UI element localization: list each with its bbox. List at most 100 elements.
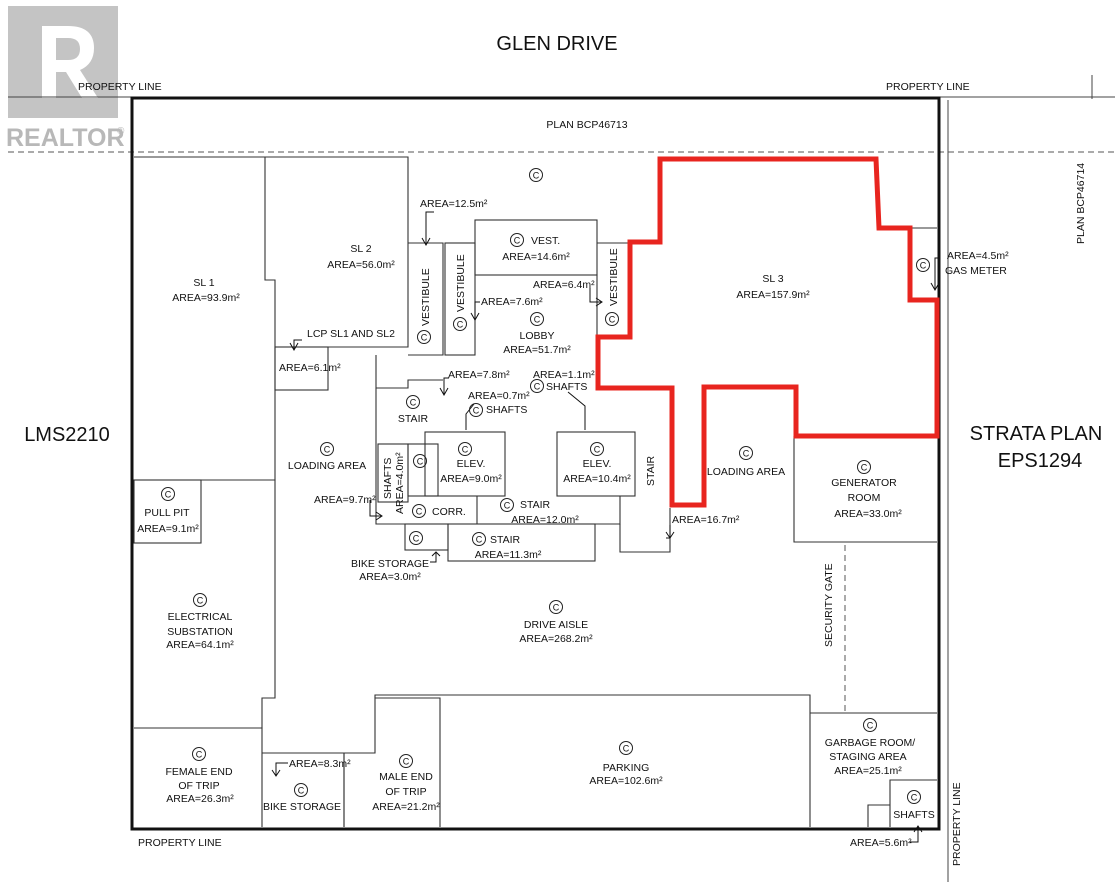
neighbour-strata-plan-1: STRATA PLAN xyxy=(970,423,1103,445)
common-symbol: C xyxy=(619,741,633,755)
wall-stair-left-2 xyxy=(375,388,405,525)
vestibule-b: VESTIBULE xyxy=(455,254,467,312)
shafts-b-area: AREA=1.1m² xyxy=(533,369,595,381)
svg-text:C: C xyxy=(533,170,540,180)
area-7-6: AREA=7.6m² xyxy=(481,296,543,308)
area-5-6: AREA=5.6m² xyxy=(850,837,912,849)
common-symbol: C xyxy=(863,718,877,732)
elev2-name: ELEV. xyxy=(583,458,612,470)
svg-text:C: C xyxy=(867,720,874,730)
common-symbol: C xyxy=(590,442,604,456)
pull-pit-name: PULL PIT xyxy=(144,507,190,519)
arrow-area-16-7 xyxy=(665,525,675,539)
common-symbol: C xyxy=(510,233,524,247)
common-symbol: C xyxy=(161,487,175,501)
svg-text:C: C xyxy=(504,500,511,510)
property-line-label-top-right: PROPERTY LINE xyxy=(886,81,970,93)
sl2-name: SL 2 xyxy=(350,243,371,255)
lcp-name: LCP SL1 AND SL2 xyxy=(307,328,395,340)
stair-mid-name: STAIR xyxy=(520,499,551,511)
loading-area-left: LOADING AREA xyxy=(288,460,366,472)
common-symbol: C xyxy=(500,498,514,512)
drive-aisle-area: AREA=268.2m² xyxy=(519,633,593,645)
stair-left: STAIR xyxy=(398,413,429,425)
area-7-8: AREA=7.8m² xyxy=(448,369,510,381)
common-symbol: C xyxy=(453,317,467,331)
arrow-area-12-5 xyxy=(421,211,434,247)
parking-area: AREA=102.6m² xyxy=(589,775,663,787)
vestibule-a: VESTIBULE xyxy=(420,268,432,326)
common-symbol: C xyxy=(458,442,472,456)
female-name-1: FEMALE END xyxy=(165,766,233,778)
pull-pit-area: AREA=9.1m² xyxy=(137,523,199,535)
svg-text:C: C xyxy=(743,448,750,458)
common-symbol: C xyxy=(857,460,871,474)
area-12-5: AREA=12.5m² xyxy=(420,198,488,210)
gas-meter-name: GAS METER xyxy=(945,265,1007,277)
room-walls xyxy=(133,156,937,827)
stair-low-area: AREA=11.3m² xyxy=(475,549,542,561)
realtor-wordmark: REALTOR xyxy=(6,124,125,152)
common-symbol: C xyxy=(530,312,544,326)
vest-name: VEST. xyxy=(531,235,560,247)
common-symbol: C xyxy=(472,532,486,546)
sl3-name: SL 3 xyxy=(762,273,783,285)
lcp-area: AREA=6.1m² xyxy=(279,362,341,374)
arrow-area-7-8 xyxy=(439,377,449,397)
arrow-area-7-6 xyxy=(470,301,480,322)
common-symbol: C xyxy=(294,783,308,797)
wall-female xyxy=(134,727,263,827)
common-symbol: C xyxy=(417,330,431,344)
building-outline xyxy=(130,96,941,831)
svg-text:C: C xyxy=(623,743,630,753)
female-name-2: OF TRIP xyxy=(178,780,219,792)
arrow-area-6-4 xyxy=(589,288,603,307)
arrow-shafts-a xyxy=(465,403,475,430)
wall-sl1 xyxy=(134,156,276,481)
svg-text:C: C xyxy=(594,444,601,454)
vestibule-c: VESTIBULE xyxy=(608,248,620,306)
realtor-reg-mark: ® xyxy=(117,126,125,137)
vest-area: AREA=14.6m² xyxy=(502,251,570,263)
garbage-name-1: GARBAGE ROOM/ xyxy=(825,737,916,749)
property-line-label-bottom-left: PROPERTY LINE xyxy=(138,837,222,849)
wall-lobby xyxy=(475,274,598,360)
wall-elev1 xyxy=(424,431,506,497)
garbage-area: AREA=25.1m² xyxy=(834,765,902,777)
shafts-c-name: SHAFTS xyxy=(382,458,394,499)
svg-text:C: C xyxy=(421,332,428,342)
elev1-area: AREA=9.0m² xyxy=(440,473,502,485)
garbage-name-2: STAGING AREA xyxy=(829,751,906,763)
plan-bcp46713: PLAN BCP46713 xyxy=(546,119,627,131)
shafts-a-area: AREA=0.7m² xyxy=(468,390,530,402)
sl2-area: AREA=56.0m² xyxy=(327,259,395,271)
generator-area: AREA=33.0m² xyxy=(834,508,902,520)
stair-right: STAIR xyxy=(645,455,657,486)
neighbour-lms2210: LMS2210 xyxy=(24,424,110,446)
male-name-2: OF TRIP xyxy=(385,786,426,798)
svg-text:C: C xyxy=(462,444,469,454)
wall-male xyxy=(343,697,441,827)
common-symbol: C xyxy=(916,258,930,272)
plan-bcp46714: PLAN BCP46714 xyxy=(1075,163,1087,244)
street-glen-drive: GLEN DRIVE xyxy=(496,33,617,55)
svg-text:C: C xyxy=(534,381,541,391)
common-symbol: C xyxy=(529,168,543,182)
shafts-d: SHAFTS xyxy=(893,809,934,821)
stair-mid-area: AREA=12.0m² xyxy=(511,514,579,526)
elev1-name: ELEV. xyxy=(457,458,486,470)
wall-lcp xyxy=(274,346,329,391)
wall-elev2 xyxy=(556,431,636,497)
common-symbol: C xyxy=(413,454,427,468)
sl1-area: AREA=93.9m² xyxy=(172,292,240,304)
bike-storage-top-name: BIKE STORAGE xyxy=(351,558,429,570)
common-symbols: C C C C C C C C C C C C C C C C C C C C … xyxy=(161,168,930,804)
svg-text:C: C xyxy=(417,456,424,466)
svg-text:C: C xyxy=(534,314,541,324)
shafts-c-area: AREA=4.0m² xyxy=(394,452,406,514)
svg-text:C: C xyxy=(553,602,560,612)
wall-vest xyxy=(474,219,598,276)
electrical-name-2: SUBSTATION xyxy=(167,626,233,638)
wall-shafts-d xyxy=(889,779,937,827)
bike-storage-bottom: BIKE STORAGE xyxy=(263,801,341,813)
